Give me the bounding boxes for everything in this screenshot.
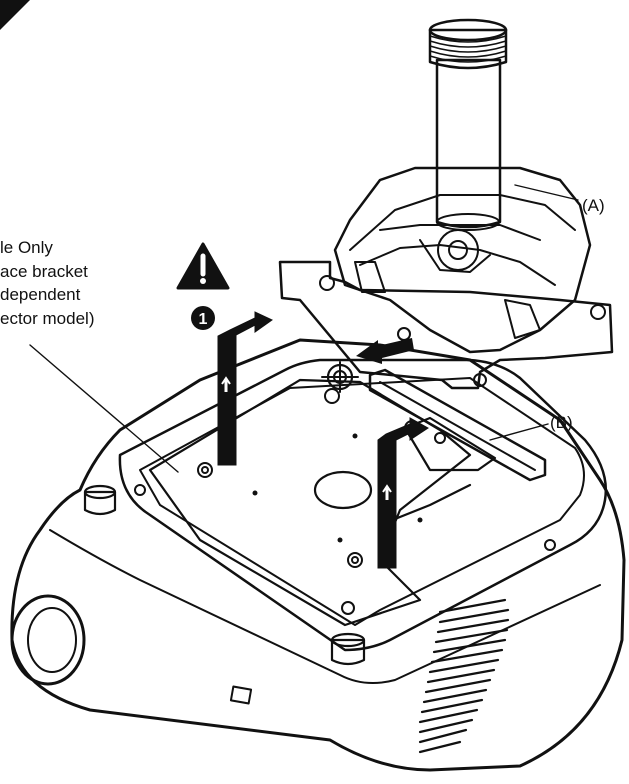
installation-arrow: [377, 417, 429, 569]
step-number: 1: [199, 311, 208, 328]
warning-triangle-icon: [176, 242, 230, 290]
corner-marker: [0, 0, 30, 30]
label-a: (A): [582, 196, 605, 215]
leader-line-b: [489, 423, 549, 441]
slide-rail-b: [368, 368, 547, 527]
note-line-2: ace bracket: [0, 262, 88, 281]
projector-body: [10, 338, 626, 772]
step-number-icon: 1: [191, 306, 215, 330]
installation-arrow: [356, 338, 414, 364]
adjustable-foot: [330, 632, 366, 666]
ceiling-mount-a: [278, 18, 614, 390]
note-line-4: ector model): [0, 309, 94, 328]
adjustable-foot: [83, 484, 117, 516]
bracket-note: le Only ace bracket dependent ector mode…: [0, 238, 94, 328]
note-line-1: le Only: [0, 238, 53, 257]
installation-arrow: [217, 311, 273, 466]
leader-line-a: [514, 184, 579, 201]
label-b: (B): [550, 413, 573, 432]
leader-line-note: [29, 344, 179, 473]
note-line-3: dependent: [0, 285, 81, 304]
